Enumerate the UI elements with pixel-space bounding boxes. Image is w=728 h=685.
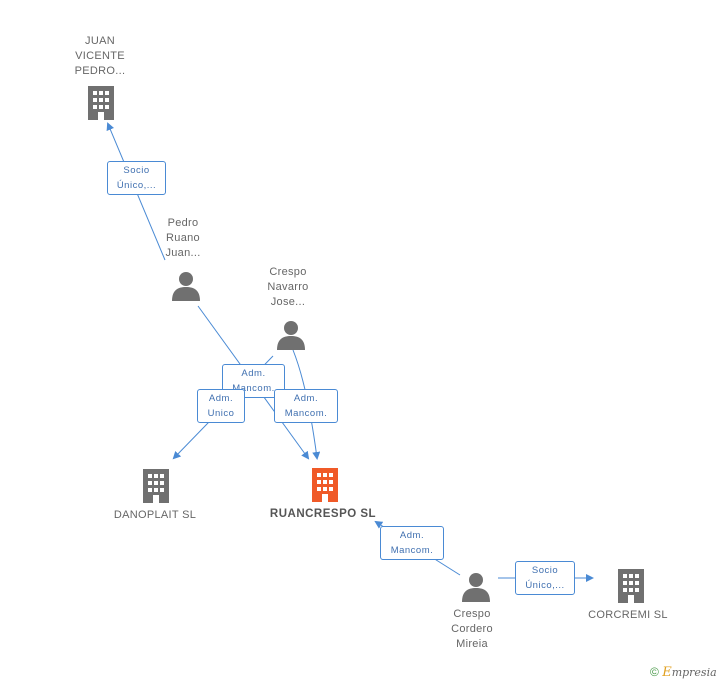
building-icon[interactable] [86, 86, 116, 120]
node-label-juan-vicente[interactable]: JUAN VICENTE PEDRO... [74, 35, 126, 77]
brand-initial: E [662, 665, 672, 680]
person-icon[interactable] [276, 320, 306, 350]
node-label-crespo-cordero[interactable]: Crespo Cordero Mireia [451, 608, 493, 650]
node-label-ruancrespo[interactable]: RUANCRESPO SL [269, 508, 377, 520]
edge-label-adm-unico[interactable]: Adm. Unico [197, 389, 245, 423]
edge-label-socio-unico-1[interactable]: Socio Único,... [107, 161, 166, 195]
person-icon[interactable] [461, 572, 491, 602]
copyright-icon: © [650, 665, 659, 679]
building-icon[interactable] [616, 569, 646, 603]
node-label-danoplait[interactable]: DANOPLAIT SL [113, 509, 197, 521]
node-label-pedro-ruano[interactable]: Pedro Ruano Juan... [165, 217, 201, 259]
footer-brand: © Empresia [650, 665, 717, 680]
building-icon[interactable] [141, 469, 171, 503]
edge-label-socio-unico-2[interactable]: Socio Único,... [515, 561, 575, 595]
edge-label-adm-mancom-3[interactable]: Adm. Mancom. [380, 526, 444, 560]
edge-label-adm-mancom-2[interactable]: Adm. Mancom. [274, 389, 338, 423]
brand-logo: Empresia [662, 665, 717, 680]
node-label-corcremi[interactable]: CORCREMI SL [588, 609, 668, 621]
person-icon[interactable] [171, 271, 201, 301]
brand-name: mpresia [671, 666, 717, 679]
node-label-crespo-navarro[interactable]: Crespo Navarro Jose... [267, 266, 309, 308]
building-icon[interactable] [310, 468, 340, 502]
